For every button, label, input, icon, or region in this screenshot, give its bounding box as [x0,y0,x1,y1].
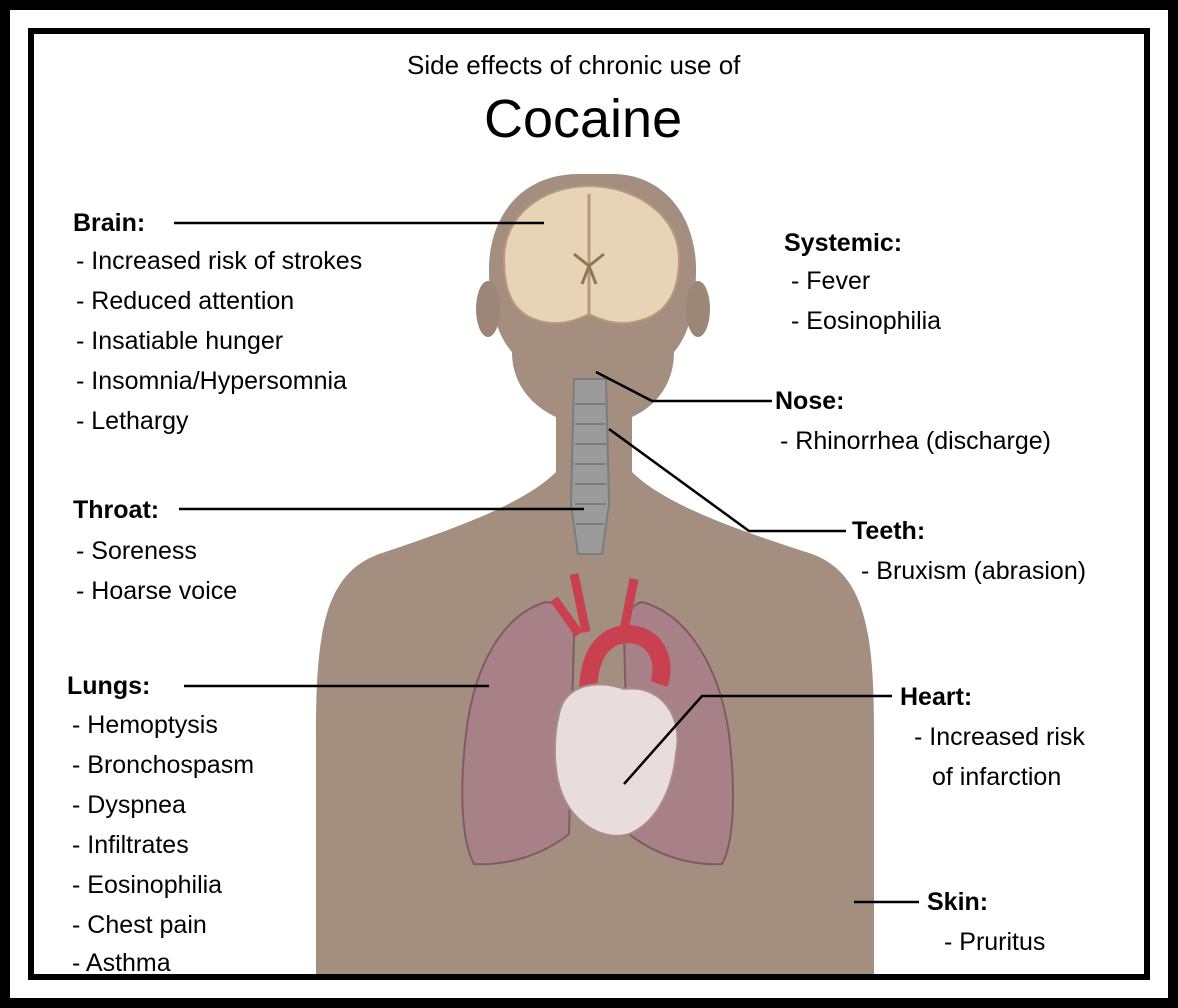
skin-item-1: - Pruritus [944,927,1045,957]
teeth-heading: Teeth: [852,516,925,546]
lungs-item-5: - Eosinophilia [72,870,222,900]
brain-item-1: - Increased risk of strokes [76,246,362,276]
nose-item-1: - Rhinorrhea (discharge) [780,426,1051,456]
throat-heading: Throat: [73,495,159,525]
diagram-canvas: Side effects of chronic use of Cocaine B… [34,34,1144,974]
outer-border: Side effects of chronic use of Cocaine B… [10,10,1168,998]
title-subtitle: Side effects of chronic use of [407,50,740,81]
brain-item-4: - Insomnia/Hypersomnia [76,366,347,396]
title-main: Cocaine [484,88,682,150]
brain-organ [504,186,679,323]
lungs-item-1: - Hemoptysis [72,710,218,740]
systemic-item-2: - Eosinophilia [791,306,941,336]
skin-heading: Skin: [927,887,988,917]
heart-item-2: of infarction [932,762,1061,792]
lungs-item-7: - Asthma [72,948,171,974]
inner-border: Side effects of chronic use of Cocaine B… [28,28,1150,980]
lungs-item-3: - Dyspnea [72,790,186,820]
right-ear [686,281,710,337]
throat-item-1: - Soreness [76,536,197,566]
lungs-item-2: - Bronchospasm [72,750,254,780]
lungs-item-4: - Infiltrates [72,830,189,860]
heart-item-1: - Increased risk [914,722,1085,752]
heart-heading: Heart: [900,682,972,712]
systemic-item-1: - Fever [791,266,870,296]
brain-item-3: - Insatiable hunger [76,326,283,356]
brain-item-5: - Lethargy [76,406,189,436]
brain-heading: Brain: [73,208,145,238]
throat-item-2: - Hoarse voice [76,576,237,606]
left-ear [476,281,500,337]
body-illustration [34,34,1144,974]
lungs-heading: Lungs: [67,671,150,701]
teeth-item-1: - Bruxism (abrasion) [861,556,1086,586]
systemic-heading: Systemic: [784,228,902,258]
brain-item-2: - Reduced attention [76,286,294,316]
lungs-item-6: - Chest pain [72,910,207,940]
nose-heading: Nose: [775,386,844,416]
trachea-organ [571,379,609,554]
